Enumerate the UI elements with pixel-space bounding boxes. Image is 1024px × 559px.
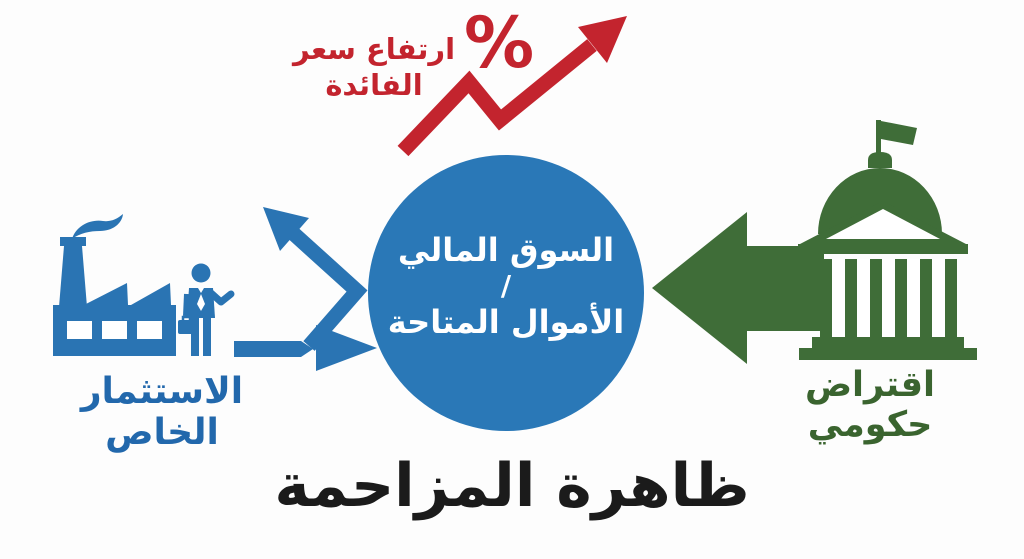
financial-market-line2: الأموال المتاحة: [387, 303, 625, 341]
interest-rate-label-line2: الفائدة: [325, 68, 423, 102]
interest-rate-rising-arrow-icon: [397, 16, 627, 157]
private-investment-inflow-arrow-icon: [234, 325, 377, 371]
private-investment-label: الاستثمار الخاص: [80, 371, 244, 454]
businessman-icon: [178, 263, 235, 356]
government-borrowing-label: اقتراض حكومي: [804, 365, 936, 446]
percent-symbol: %: [464, 2, 535, 84]
government-building-icon: [798, 120, 977, 360]
financial-market-circle: [368, 155, 644, 431]
page-title: ظاهرة المزاحمة: [274, 451, 750, 521]
interest-rate-label-line1: ارتفاع سعر: [292, 32, 456, 66]
financial-market-label: السوق المالي / الأموال المتاحة: [368, 155, 644, 431]
financial-market-line1: السوق المالي: [397, 231, 615, 269]
factory-icon: [53, 214, 176, 356]
private-investment-deflected-arrow-icon: [263, 207, 368, 351]
government-borrowing-arrow-icon: [652, 212, 824, 364]
financial-market-separator: /: [500, 269, 512, 302]
interest-rate-label: ارتفاع سعر الفائدة: [288, 31, 460, 103]
